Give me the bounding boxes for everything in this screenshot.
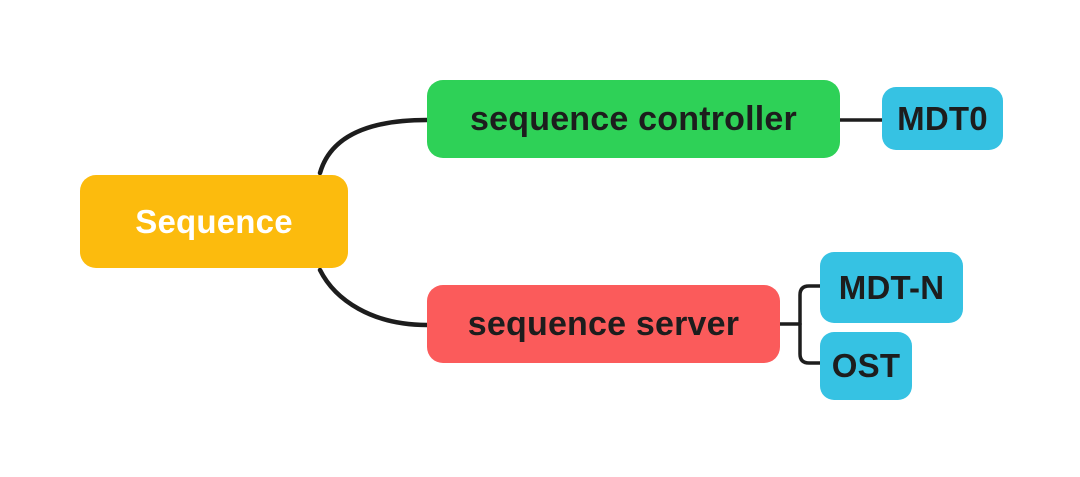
node-sequence-controller[interactable]: sequence controller <box>427 80 840 158</box>
edge-server-to-mdtn-ost-bracket <box>798 284 822 365</box>
node-sequence-server-label: sequence server <box>467 304 740 343</box>
node-mdt0-label: MDT0 <box>897 99 988 137</box>
node-mdt-n[interactable]: MDT-N <box>820 252 963 323</box>
node-mdt0[interactable]: MDT0 <box>882 87 1003 150</box>
node-sequence[interactable]: Sequence <box>80 175 348 268</box>
edge-sequence-to-server <box>317 267 430 328</box>
node-sequence-label: Sequence <box>135 202 293 240</box>
node-ost-label: OST <box>831 347 901 384</box>
edge-sequence-to-controller <box>317 117 430 176</box>
node-ost[interactable]: OST <box>820 332 912 400</box>
node-mdt-n-label: MDT-N <box>838 268 945 306</box>
node-sequence-server[interactable]: sequence server <box>427 285 780 363</box>
node-sequence-controller-label: sequence controller <box>470 99 797 138</box>
